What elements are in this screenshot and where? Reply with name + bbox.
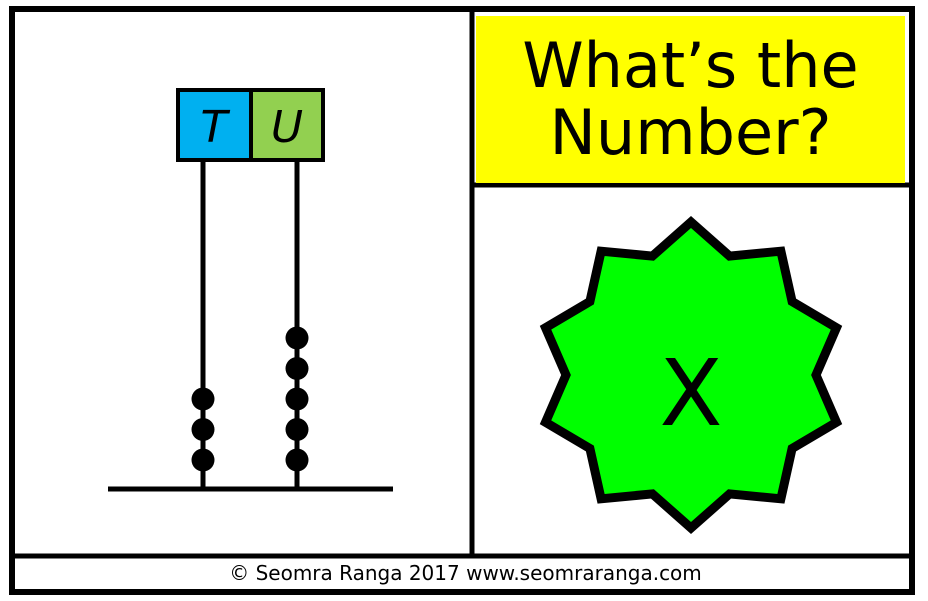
units-label: U [271,102,303,153]
units-bead [286,357,309,380]
units-bead [286,388,309,411]
units-bead [286,449,309,472]
tens-bead [192,418,215,441]
tens-bead [192,449,215,472]
title-panel: What’s the Number? [476,16,905,183]
copyright-footer: © Seomra Ranga 2017 www.seomraranga.com [26,558,905,588]
title-line-2: Number? [550,100,832,167]
tens-bead [192,388,215,411]
units-bead [286,418,309,441]
answer-placeholder: X [659,340,722,447]
title-line-1: What’s the [522,33,858,100]
units-bead [286,327,309,350]
tens-label: T [201,102,231,153]
